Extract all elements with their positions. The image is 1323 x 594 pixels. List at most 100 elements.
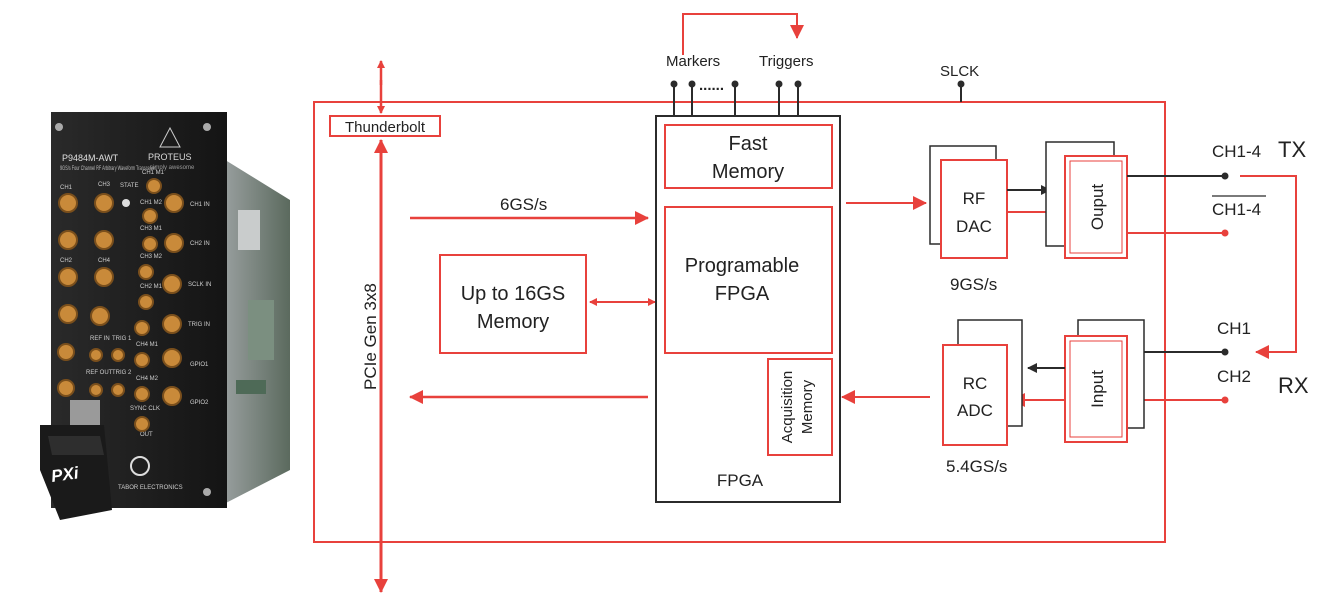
sma-connector [59,194,77,212]
programable-line2: FPGA [715,283,770,305]
port-label: CH3 M1 [140,226,163,232]
port-label: CH1 IN [190,202,210,208]
sma-connector [58,380,74,396]
tx-dot-2 [1222,230,1229,237]
panel-screw [55,123,63,131]
fpga-label: FPGA [717,471,764,490]
output-label: Ouput [1088,184,1107,231]
rc-adc-box [943,345,1007,445]
thunderbolt-label: Thunderbolt [345,119,426,136]
triggers-label: Triggers [759,53,813,70]
sma-connector [163,275,181,293]
port-label: TRIG IN [188,322,210,328]
marker-pins [674,84,798,116]
port-label: REF OUT [86,370,113,376]
rx-label: RX [1278,373,1309,398]
port-label: REF IN [90,336,110,342]
acquisition-line1: Acquisition [779,371,796,444]
port-label: CH4 M2 [136,376,159,382]
tx-label: TX [1278,137,1306,162]
sma-connector [135,387,149,401]
sma-connector [95,268,113,286]
pcb-component [236,380,266,394]
marker-trigger-loop [683,14,797,55]
acquisition-line2: Memory [799,379,816,434]
sma-connector [90,349,102,361]
port-label: SCLK IN [188,282,211,288]
rf-dac-line2: DAC [956,217,992,236]
sma-connector [139,295,153,309]
pin-dot [689,81,696,88]
sma-connector [165,234,183,252]
rx-dot-1 [1222,349,1229,356]
sma-connector [165,194,183,212]
sma-connector [147,179,161,193]
sma-connector [143,237,157,251]
port-label: TRIG 2 [112,370,132,376]
rf-dac-box [941,160,1007,258]
sma-connector [90,384,102,396]
panel-screw [203,123,211,131]
sma-connector [163,349,181,367]
rx-dot-2 [1222,397,1229,404]
port-label: CH1 M1 [142,170,165,176]
input-label: Input [1088,370,1107,408]
dac-rate-label: 9GS/s [950,275,997,294]
port-label: OUT [140,432,153,438]
ch1-4-bar-label: CH1-4 [1212,200,1261,219]
port-label: CH2 M1 [140,284,163,290]
pcb-component [248,300,274,360]
port-label: CH4 [98,258,111,264]
port-label: CH4 M1 [136,342,159,348]
port-label: STATE [120,183,138,189]
fast-memory-line2: Memory [712,161,784,183]
sma-connector [112,349,124,361]
programable-line1: Programable [685,255,800,277]
port-label: CH3 [98,182,111,188]
pin-dot [795,81,802,88]
sma-connector [163,315,181,333]
sma-connector [139,265,153,279]
pcie-label: PCIe Gen 3x8 [361,283,380,390]
panel-screw [203,488,211,496]
maker-label: TABOR ELECTRONICS [118,485,183,491]
ch1-4-label: CH1-4 [1212,142,1261,161]
sma-connector [95,231,113,249]
pin-dot [776,81,783,88]
series-logo: PROTEUS [148,152,192,162]
sma-connector [58,344,74,360]
memory-line2: Memory [477,311,549,333]
markers-dots: ...... [699,77,724,94]
sma-connector [59,231,77,249]
rc-adc-line2: ADC [957,401,993,420]
product-photo: P9484M-AWT 9GS/s Four Channel RF Arbitra… [40,112,290,520]
rc-adc-line1: RC [963,374,988,393]
sma-connector [59,268,77,286]
port-label: SYNC CLK [130,406,160,412]
port-label: CH3 M2 [140,254,163,260]
fast-memory-line1: Fast [729,133,768,155]
rf-dac-line1: RF [963,189,986,208]
tx-dot-1 [1222,173,1229,180]
ch1-label: CH1 [1217,319,1251,338]
port-label: TRIG 1 [112,336,132,342]
sma-connector [91,307,109,325]
pin-dot [671,81,678,88]
handle-ridge [48,436,104,455]
slck-dot [958,81,965,88]
memory-line1: Up to 16GS [461,283,566,305]
sma-connector [59,305,77,323]
pin-dot [732,81,739,88]
port-label: CH1 [60,185,73,191]
port-label: GPIO2 [190,400,209,406]
programable-fpga-box [665,207,832,353]
sma-connector [112,384,124,396]
port-label: CH1 M2 [140,200,163,206]
rate-in-label: 6GS/s [500,195,547,214]
slck-label: SLCK [940,63,979,80]
markers-label: Markers [666,53,720,70]
adc-rate-label: 5.4GS/s [946,457,1007,476]
port-label: CH2 [60,258,73,264]
sma-connector [135,321,149,335]
